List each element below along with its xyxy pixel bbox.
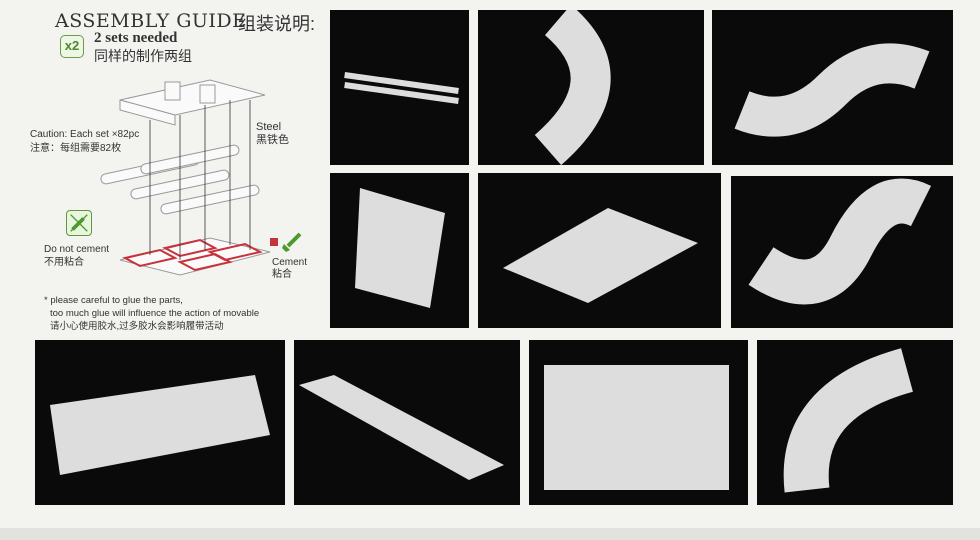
- glue-brush-icon: [282, 232, 304, 252]
- steel-label: Steel: [256, 121, 282, 133]
- photo-single-link: [330, 10, 469, 165]
- exploded-track-diagram: [100, 79, 271, 276]
- steel-label-cn: 黑铁色: [256, 134, 289, 146]
- glue-note-line2: too much glue will influence the action …: [50, 308, 260, 319]
- photo-curved-track: [478, 10, 704, 165]
- photo-two-links: [478, 173, 721, 328]
- cement-label-cn: 粘合: [272, 269, 292, 280]
- glue-note-cn: 请小心使用胶水,过多胶水会影响履带活动: [50, 321, 224, 332]
- do-not-cement-label: Do not cement: [44, 244, 110, 255]
- cement-label: Cement: [272, 257, 308, 268]
- photo-flat-track-top: [35, 340, 285, 505]
- no-glue-icon: [66, 210, 92, 236]
- caution-text-cn: 注意：每组需要82枚: [30, 143, 122, 154]
- photo-flat-track-bottom: [294, 340, 520, 505]
- sets-needed-cn: 同样的制作两组: [94, 48, 192, 64]
- photo-curved-track-2: [757, 340, 953, 505]
- quantity-badge: x2: [60, 35, 84, 58]
- guide-title: ASSEMBLY GUIDE: [55, 10, 247, 32]
- guide-title-cn: 组装说明:: [238, 14, 316, 34]
- photo-wave-track-2: [731, 176, 953, 328]
- sets-needed: 2 sets needed: [94, 30, 178, 46]
- photo-link-closeup: [529, 340, 748, 505]
- photo-track-underside: [330, 173, 469, 328]
- photo-wave-track: [712, 10, 953, 165]
- page-edge: [0, 528, 980, 540]
- glue-note-line1: * please careful to glue the parts,: [44, 295, 183, 306]
- cement-marker-icon: [270, 238, 278, 246]
- caution-text: Caution: Each set ×82pc: [30, 129, 140, 140]
- do-not-cement-label-cn: 不用粘合: [44, 257, 84, 268]
